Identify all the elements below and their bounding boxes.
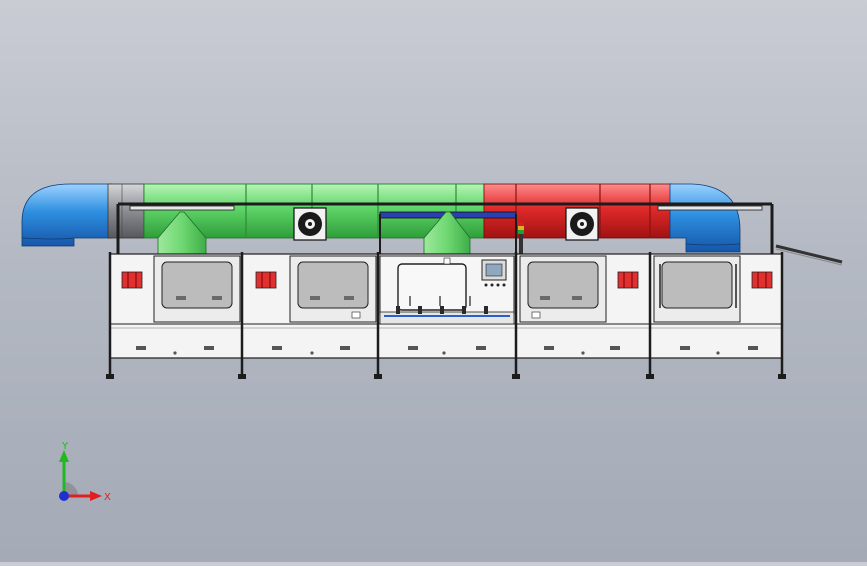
station-windows	[153, 255, 741, 325]
fan-left	[293, 207, 327, 241]
x-axis-label: X	[104, 492, 111, 503]
fan-right	[565, 207, 599, 241]
station-4	[653, 255, 741, 323]
heater-2	[255, 271, 277, 289]
station-2	[289, 255, 377, 323]
signal-tower	[518, 222, 524, 254]
view-orientation-triad[interactable]: Y X	[48, 440, 118, 510]
heater-3	[617, 271, 639, 289]
lower-cabinets	[136, 346, 758, 355]
left-duct-elbow	[21, 183, 113, 247]
heater-units	[121, 271, 773, 289]
y-axis-label: Y	[61, 441, 69, 452]
z-axis-origin	[59, 491, 69, 501]
right-duct-elbow	[669, 183, 741, 253]
heater-1	[121, 271, 143, 289]
heater-4	[751, 271, 773, 289]
station-center	[379, 255, 515, 325]
station-1	[153, 255, 241, 323]
duct-coupling	[107, 183, 145, 239]
station-3	[519, 255, 607, 323]
